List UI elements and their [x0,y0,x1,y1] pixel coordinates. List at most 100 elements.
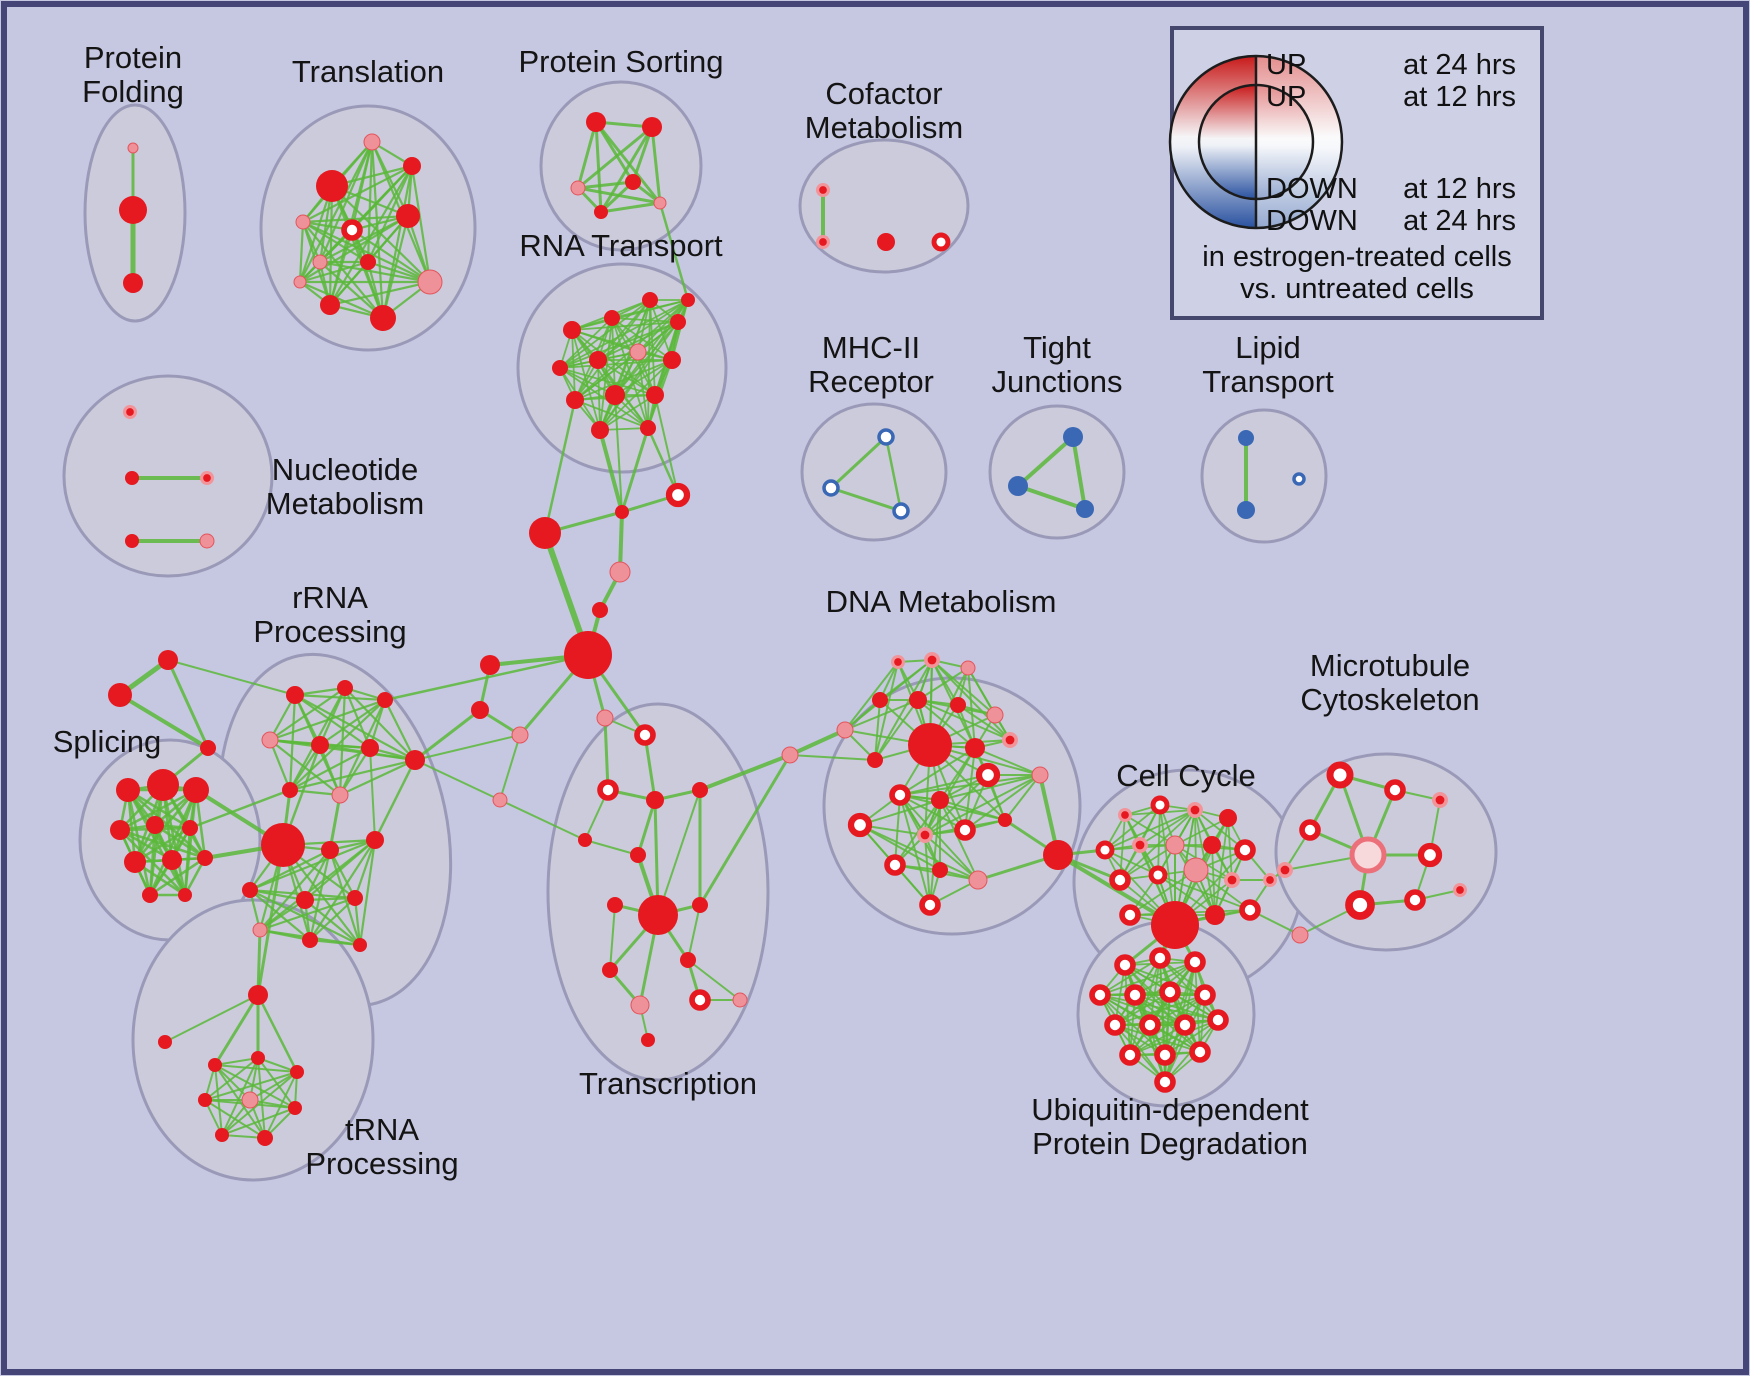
network-node [1089,984,1111,1006]
network-node [1095,840,1115,860]
network-edge [1016,435,1075,488]
network-edge [214,1064,266,1139]
network-node [320,295,340,315]
network-edge [543,398,577,535]
network-edge [1129,1019,1219,1056]
network-node [629,343,647,361]
network-node [1183,857,1209,883]
network-edge [924,747,976,836]
network-node [471,701,489,719]
network-edge [1164,994,1206,1083]
network-node [261,731,279,749]
network-node [909,691,927,709]
network-node [592,602,608,618]
network-node [927,655,937,665]
network-node [1119,904,1141,926]
network-node [1326,761,1354,789]
network-node [1203,836,1221,854]
network-node [908,723,952,767]
network-node [1121,811,1129,819]
network-node [178,888,192,902]
cluster-ellipse-protein-sorting [539,80,703,252]
network-edge [643,733,657,802]
network-node [819,186,827,194]
network-node [1119,1044,1141,1066]
network-edge [381,214,410,320]
network-node [295,214,311,230]
network-node [877,428,895,446]
network-node [646,791,664,809]
network-edge [369,747,376,841]
network-node [282,782,298,798]
network-node [596,709,614,727]
network-node [511,726,529,744]
network-node [286,686,304,704]
network-edge [288,758,417,792]
network-node [366,831,384,849]
legend-row-time: at 24 hrs [1403,49,1516,81]
network-node [123,273,143,293]
cluster-label-protein-sorting: Protein Sorting [518,44,723,79]
network-edge [1139,809,1196,846]
network-edge [1104,849,1159,876]
network-node [1234,839,1256,861]
network-edge [917,699,976,749]
network-edge [698,753,792,792]
network-edge [584,839,639,856]
network-node [1184,951,1206,973]
network-edge [829,486,903,513]
network-edge [594,120,662,205]
network-edge [126,788,137,864]
network-edge [614,321,679,396]
network-edge [370,140,385,320]
network-edge [318,214,410,264]
network-edge [1211,844,1216,916]
network-node [1227,875,1237,885]
network-edge [1004,774,1041,821]
network-edge [829,435,888,490]
network-edge [576,180,635,190]
network-node [341,219,363,241]
network-node [241,1091,259,1109]
network-node [1207,1009,1229,1031]
cluster-ellipse-tight-junctions [988,404,1126,540]
network-edge [559,299,651,369]
network-node [1149,947,1171,969]
network-node [1237,501,1255,519]
network-edge [303,898,362,947]
cluster-ellipse-cofactor-metabolism [798,138,970,274]
network-edge [248,888,362,947]
network-edge [620,426,650,514]
network-node [954,819,976,841]
network-node [836,721,854,739]
network-node [261,823,305,867]
network-node [158,1035,172,1049]
network-edge [650,125,662,205]
network-edge [603,716,610,792]
network-node [316,170,348,202]
network-node [1063,427,1083,447]
network-edge [594,120,603,214]
network-edge [1099,961,1196,996]
network-edge [598,428,624,514]
network-edge [499,799,586,841]
network-node [578,833,592,847]
network-node [1148,865,1168,885]
network-node [203,474,211,482]
network-node [1154,1044,1176,1066]
network-edge [874,661,899,761]
network-node [604,310,620,326]
network-node [689,989,711,1011]
network-node [396,204,420,228]
network-edge [788,728,847,757]
network-node [1154,1071,1176,1093]
network-node [480,655,500,675]
network-node [975,762,1001,788]
network-node [1174,1014,1196,1036]
legend-row-direction: UP [1266,81,1306,113]
